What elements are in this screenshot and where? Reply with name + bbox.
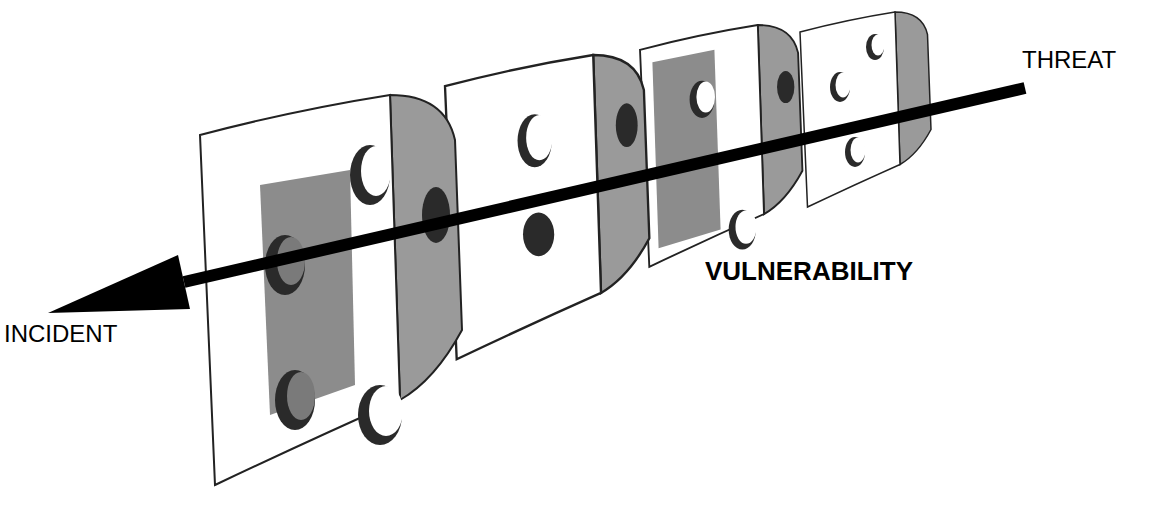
vulnerability-label: VULNERABILITY xyxy=(705,258,913,284)
cheese-hole xyxy=(526,115,553,160)
cheese-hole xyxy=(830,72,850,102)
cheese-hole xyxy=(358,385,402,445)
threat-arrow-shaft xyxy=(184,88,1025,282)
slice-side xyxy=(895,12,931,165)
cheese-hole xyxy=(518,114,552,167)
slice-face xyxy=(800,12,900,207)
cheese-hole xyxy=(836,73,851,98)
cheese-hole xyxy=(287,372,315,420)
cheese-hole xyxy=(845,137,865,167)
cheese-slice xyxy=(200,95,462,485)
cheese-slice xyxy=(445,55,649,359)
cheese-hole xyxy=(690,81,715,118)
threat-label: THREAT xyxy=(1022,48,1116,72)
cheese-hole xyxy=(729,210,756,250)
cheese-hole xyxy=(735,210,756,243)
cheese-hole xyxy=(523,213,554,257)
slice-shadow xyxy=(652,50,720,248)
cheese-hole xyxy=(777,71,794,103)
slice-side xyxy=(390,95,462,400)
cheese-hole xyxy=(369,386,403,436)
cheese-hole xyxy=(696,81,715,112)
cheese-hole xyxy=(275,370,315,430)
cheese-hole xyxy=(851,138,866,163)
cheese-hole xyxy=(616,103,638,147)
threat-arrow-head xyxy=(48,255,190,313)
slice-side xyxy=(758,25,803,214)
cheese-hole xyxy=(350,145,390,205)
cheese-hole xyxy=(422,187,450,243)
cheese-hole xyxy=(866,34,884,60)
slice-face xyxy=(640,25,764,267)
cheese-hole xyxy=(361,146,391,196)
cheese-hole xyxy=(872,35,885,56)
incident-label: INCIDENT xyxy=(4,322,117,346)
